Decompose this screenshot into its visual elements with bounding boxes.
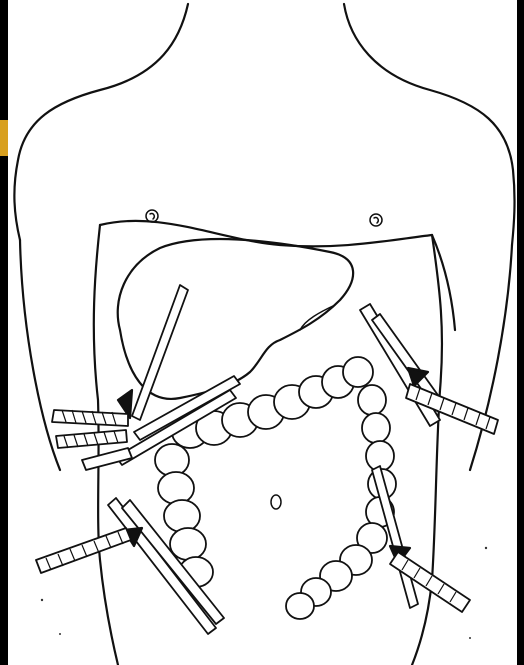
drawing-canvas [8,0,517,665]
body-outline [14,4,514,665]
abdomen-illustration [8,0,517,665]
right-nipple [370,214,382,226]
speckles [41,547,487,639]
umbilicus [271,495,281,509]
right-arm [470,245,512,470]
right-chest-curve [432,235,455,330]
left-arm [20,240,60,470]
neck-left [14,4,188,240]
nipples [146,210,382,226]
neck-right [344,4,515,245]
left-nipple [146,210,158,222]
left-edge-mark [0,120,8,156]
